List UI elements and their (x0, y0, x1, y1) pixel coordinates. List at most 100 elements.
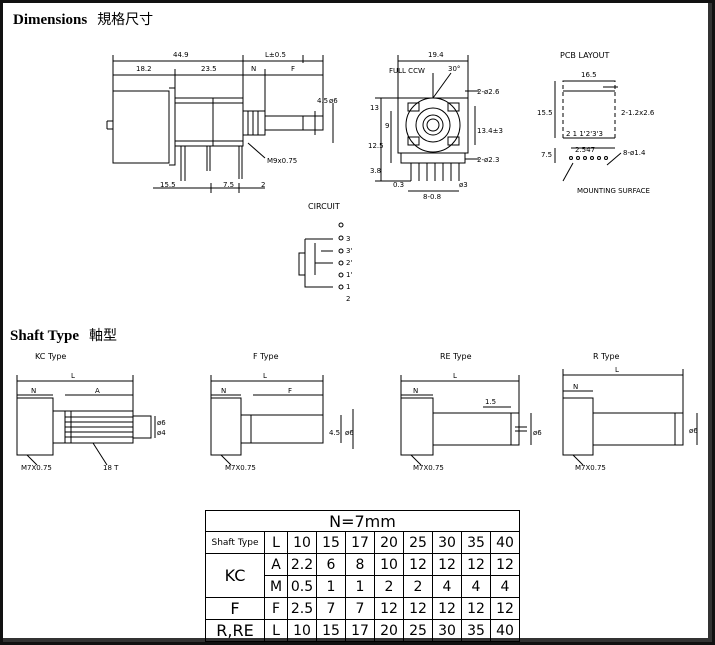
side-l-dim: L±0.5 (265, 51, 286, 59)
front-width-dim: 19.4 (428, 51, 444, 59)
front-03-dim: 0.3 (393, 181, 404, 189)
side-dia6-dim: ø6 (329, 97, 338, 105)
circuit-diagram (298, 222, 344, 290)
pcb-75-dim: 7.5 (541, 151, 552, 159)
f-thread-label: M7X0.75 (225, 464, 256, 472)
table-cell: 35 (461, 619, 491, 642)
table-row: R,RE L 10 15 17 20 25 30 35 40 (205, 619, 520, 642)
table-row: F F 2.5 7 7 12 12 12 12 12 (205, 597, 520, 620)
f-l-dim: L (263, 372, 267, 380)
table-cell: 4 (432, 575, 462, 598)
circuit-label-3: 3 (346, 235, 350, 243)
table-cell: 25 (403, 619, 433, 642)
group-cell-f: F (205, 597, 265, 620)
table-row: Shaft Type L 10 15 17 20 25 30 35 40 (205, 531, 520, 554)
technical-drawing: 44.9 18.2 23.5 L±0.5 N F 4.5 ø6 15.5 7.5… (16, 51, 698, 472)
kc-teeth-label: 18 T (103, 464, 119, 472)
table-row: M 0.5 1 1 2 2 4 4 4 (206, 575, 520, 598)
kc-n-dim: N (31, 387, 36, 395)
front-38-dim: 3.8 (370, 167, 381, 175)
circuit-label-2p: 2' (346, 259, 352, 267)
table-cell: 4 (461, 575, 491, 598)
row-key: M (264, 575, 288, 598)
re-l-dim: L (453, 372, 457, 380)
group-cell-r-re: R,RE (205, 619, 265, 642)
table-cell: 40 (490, 619, 520, 642)
f-d2-dim: ø6 (345, 429, 354, 437)
re-slot-dim: 1.5 (485, 398, 496, 406)
row-key: A (264, 553, 288, 576)
table-cell: 7 (316, 597, 346, 620)
shaft-f (210, 375, 354, 466)
front-125-dim: 12.5 (368, 142, 384, 150)
shaft-re (400, 375, 532, 466)
shaft-kc (16, 375, 156, 466)
table-cell: 12 (403, 553, 433, 576)
table-cell: 1 (316, 575, 346, 598)
table-cell: 2 (403, 575, 433, 598)
circuit-label-2: 2 (346, 295, 350, 303)
r-thread-label: M7X0.75 (575, 464, 606, 472)
table-row: KC A 2.2 6 8 10 12 12 12 12 (205, 553, 520, 598)
shaft-r (562, 369, 698, 466)
kc-l-dim: L (71, 372, 75, 380)
side-f-dim: F (291, 65, 295, 73)
f-f-dim: F (288, 387, 292, 395)
f-type-title: F Type (253, 352, 279, 361)
table-cell: 8 (345, 553, 375, 576)
table-cell: 12 (490, 597, 520, 620)
shaft-type-title: Shaft Type (10, 328, 80, 344)
table-cell: 20 (374, 531, 404, 554)
table-cell: 6 (316, 553, 346, 576)
circuit-title: CIRCUIT (308, 202, 340, 211)
r-d1-dim: ø6 (689, 427, 698, 435)
table-cell: 12 (432, 597, 462, 620)
side-n-dim: N (251, 65, 256, 73)
side-total-dim: 44.9 (173, 51, 189, 59)
kc-type-title: KC Type (35, 352, 66, 361)
re-n-dim: N (413, 387, 418, 395)
kc-d2-dim: ø4 (157, 429, 166, 437)
table-cell: 2.2 (287, 553, 317, 576)
pcb-slot-dim: 2-1.2x2.6 (621, 109, 655, 117)
shaft-type-cell: Shaft Type (205, 531, 265, 554)
table-cell: 1 (345, 575, 375, 598)
front-pins-dim: 8-0.8 (423, 193, 441, 201)
table-cell: 12 (374, 597, 404, 620)
f-d1-dim: 4.5 (329, 429, 340, 437)
pcb-height-dim: 15.5 (537, 109, 553, 117)
row-key: L (264, 619, 288, 642)
side-body-dim: 18.2 (136, 65, 152, 73)
table-cell: 0.5 (287, 575, 317, 598)
side-155-dim: 15.5 (160, 181, 176, 189)
front-134-dim: 13.4±3 (477, 127, 503, 135)
front-view (375, 55, 479, 192)
table-cell: 4 (490, 575, 520, 598)
front-angle: 30° (448, 65, 460, 73)
table-cell: 17 (345, 619, 375, 642)
r-type-title: R Type (593, 352, 620, 361)
kc-a-dim: A (95, 387, 100, 395)
kc-thread-label: M7X0.75 (21, 464, 52, 472)
side-75-dim: 7.5 (223, 181, 234, 189)
front-hole-bot: 2-ø2.3 (477, 156, 499, 164)
row-key: F (264, 597, 288, 620)
f-n-dim: N (221, 387, 226, 395)
side-2-dim: 2 (261, 181, 265, 189)
front-9-dim: 9 (385, 122, 389, 130)
front-hole-top: 2-ø2.6 (477, 88, 500, 96)
table-cell: 10 (287, 531, 317, 554)
table-cell: 12 (403, 597, 433, 620)
table-cell: 15 (316, 531, 346, 554)
dimensions-title: Dimensions (13, 12, 88, 28)
pcb-pitch-dim: 2.547 (575, 146, 595, 154)
pcb-holes-dim: 8-ø1.4 (623, 149, 646, 157)
dimensions-heading: Dimensions 規格尺寸 (13, 9, 153, 29)
dimensions-title-cjk: 規格尺寸 (97, 12, 154, 28)
spec-table: N=7mm Shaft Type L 10 15 17 20 25 30 35 … (205, 510, 520, 642)
table-cell: 12 (461, 597, 491, 620)
table-cell: 35 (461, 531, 491, 554)
r-n-dim: N (573, 383, 578, 391)
